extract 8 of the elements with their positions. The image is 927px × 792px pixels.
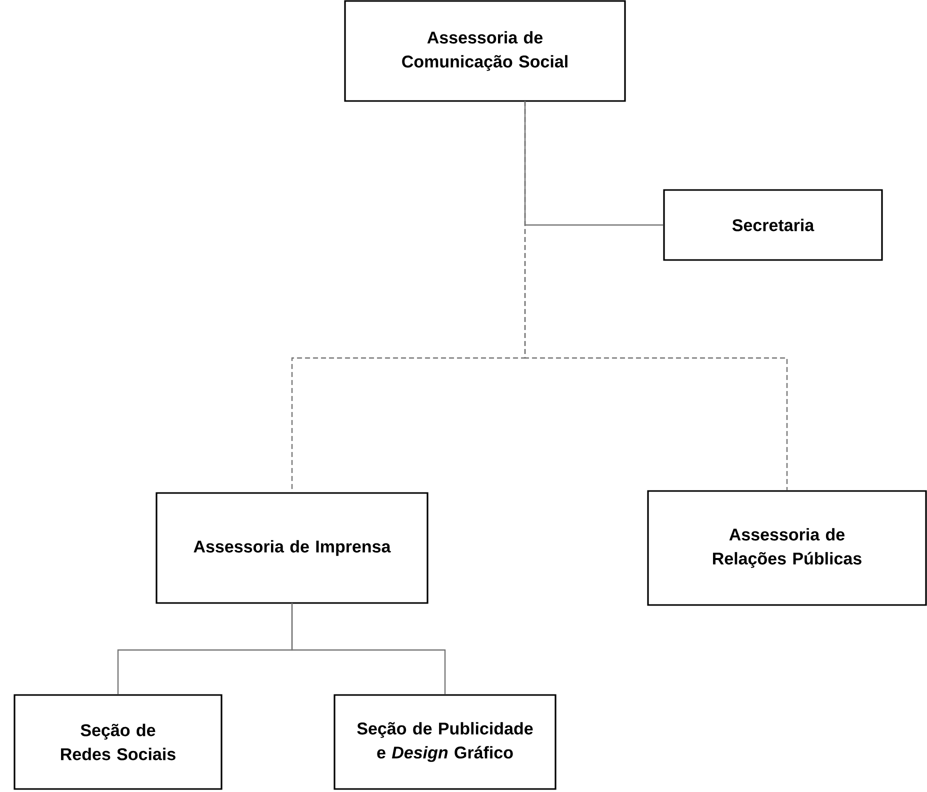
org-box: Assessoria de Relações Públicas	[647, 490, 927, 606]
org-box: Secretaria	[663, 189, 883, 261]
org-box: Assessoria de Imprensa	[156, 492, 428, 604]
org-box: Seção de Publicidade e Design Gráfico	[334, 694, 556, 790]
org-box: Assessoria de Comunicação Social	[344, 0, 626, 102]
connector-line	[291, 603, 446, 694]
org-box: Seção de Redes Sociais	[14, 694, 222, 790]
connector-line	[524, 101, 788, 490]
